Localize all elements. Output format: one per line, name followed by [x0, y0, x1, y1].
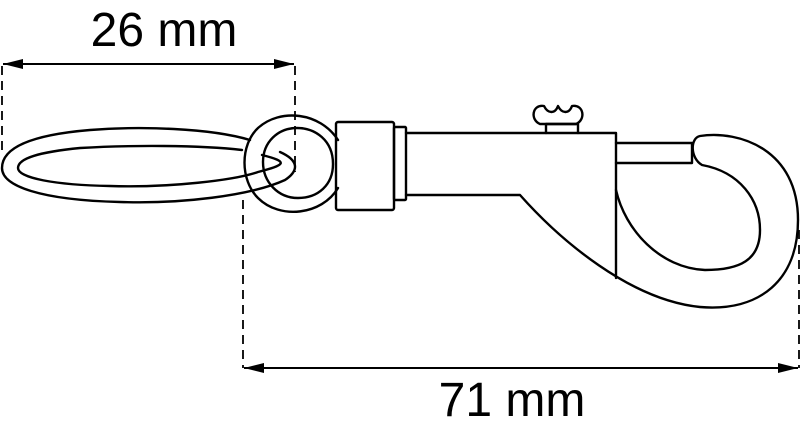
swivel-collar: [334, 120, 408, 212]
dimension-label-71mm: 71 mm: [439, 374, 586, 427]
dimension-26mm: 26 mm: [1, 4, 296, 172]
dimension-label-26mm: 26 mm: [91, 4, 238, 57]
dimension-71mm: 71 mm: [242, 200, 800, 427]
swivel-eye: [243, 114, 340, 213]
key-ring: [0, 126, 297, 204]
hook-body: [404, 131, 800, 309]
spring-gate: [614, 141, 694, 165]
thumb-latch-icon: [532, 104, 584, 135]
